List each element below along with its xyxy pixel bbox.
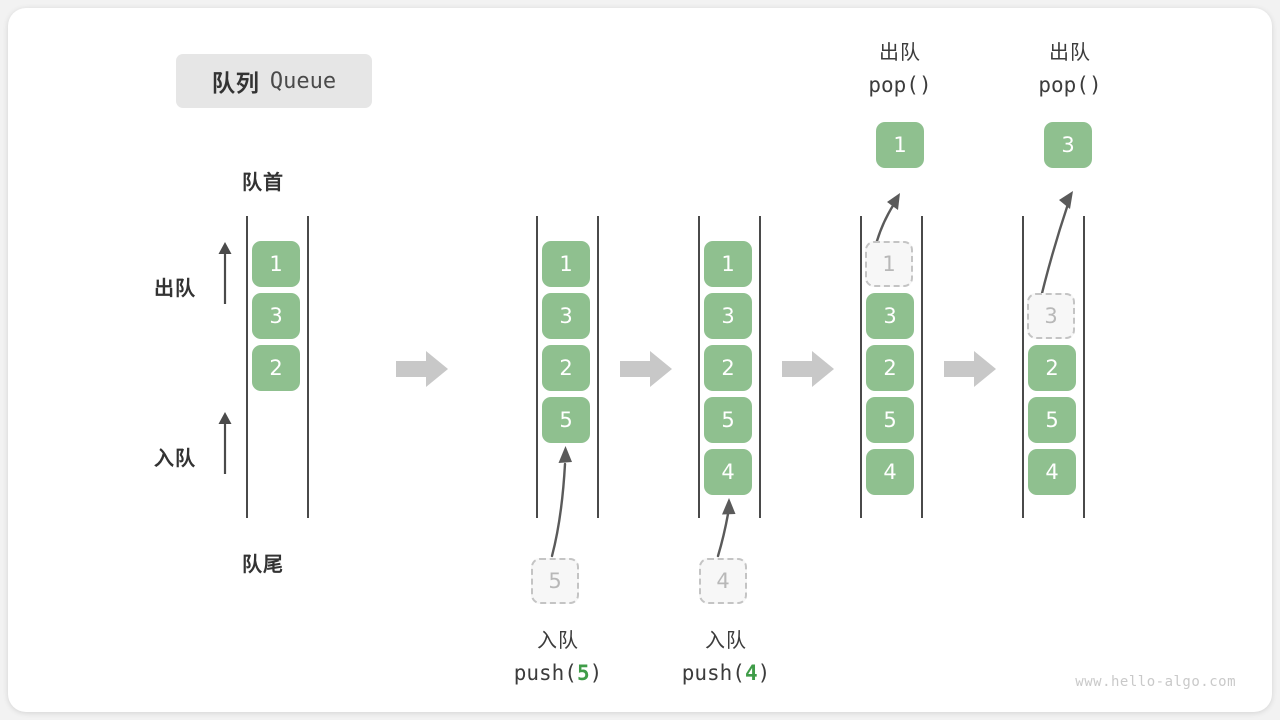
flow-arrow-4-icon [944,349,998,389]
rail-right-col3 [759,216,761,518]
queue-cell: 2 [866,345,914,391]
pop-3-caption: 出队 pop() [990,38,1150,102]
rail-left-col5 [1022,216,1024,518]
watermark: www.hello-algo.com [1075,674,1236,690]
flow-arrow-3-icon [782,349,836,389]
diagram-card: 队列 Queue 队首 队尾 出队 入队 1 3 2 [8,8,1272,712]
rail-left-col3 [698,216,700,518]
push-5-arrow-icon [528,438,598,558]
pop-3-caption-cn: 出队 [1049,42,1091,64]
flow-arrow-1-icon [396,349,450,389]
queue-cell: 3 [866,293,914,339]
rail-right-col4 [921,216,923,518]
ghost-cell-push-4: 4 [699,558,747,604]
rail-right-col2 [597,216,599,518]
dequeue-side-label: 出队 [154,278,196,300]
pop-1-fn: pop( [868,73,919,97]
rail-right-col1 [307,216,309,518]
pop-3-fn: pop( [1038,73,1089,97]
title-badge: 队列 Queue [176,54,372,108]
rail-left-col2 [536,216,538,518]
push-5-caption-cn: 入队 [537,630,579,652]
push-5-fn: push( [513,661,577,685]
rail-right-col5 [1083,216,1085,518]
pop-1-caption-code: pop() [820,69,980,102]
queue-cell: 4 [866,449,914,495]
queue-cell: 5 [542,397,590,443]
queue-cell: 5 [866,397,914,443]
ghost-cell-pop-1: 1 [865,241,913,287]
pop-1-caption: 出队 pop() [820,38,980,102]
ghost-cell-pop-3: 3 [1027,293,1075,339]
pop-3-fn-close: ) [1088,73,1102,97]
queue-cell: 1 [704,241,752,287]
queue-cell: 3 [704,293,752,339]
queue-cell: 1 [252,241,300,287]
push-4-fn: push( [681,661,745,685]
title-en: Queue [269,68,337,94]
queue-cell: 2 [1028,345,1076,391]
queue-cell: 5 [1028,397,1076,443]
queue-cell: 3 [542,293,590,339]
push-5-fn-close: ) [589,661,603,685]
popped-cell-3: 3 [1044,122,1092,168]
push-5-caption-code: push(5) [478,657,638,690]
queue-head-label: 队首 [242,172,284,194]
ghost-cell-push-5: 5 [531,558,579,604]
pop-3-caption-code: pop() [990,69,1150,102]
queue-cell: 4 [704,449,752,495]
push-4-arg: 4 [744,661,758,685]
push-4-caption-code: push(4) [646,657,806,690]
queue-tail-label: 队尾 [242,554,284,576]
pop-1-fn-close: ) [918,73,932,97]
flow-arrow-2-icon [620,349,674,389]
rail-left-col4 [860,216,862,518]
push-4-caption-cn: 入队 [705,630,747,652]
queue-cell: 2 [252,345,300,391]
queue-cell: 2 [704,345,752,391]
rail-left-col1 [246,216,248,518]
queue-cell: 4 [1028,449,1076,495]
push-4-caption: 入队 push(4) [646,626,806,690]
push-4-fn-close: ) [757,661,771,685]
push-5-caption: 入队 push(5) [478,626,638,690]
queue-cell: 2 [542,345,590,391]
queue-cell: 5 [704,397,752,443]
push-5-arg: 5 [576,661,590,685]
enqueue-side-label: 入队 [154,448,196,470]
title-cn: 队列 [211,70,260,96]
popped-cell-1: 1 [876,122,924,168]
enqueue-up-arrow-icon [214,410,236,476]
dequeue-up-arrow-icon [214,240,236,306]
queue-cell: 3 [252,293,300,339]
push-4-arrow-icon [696,492,766,558]
pop-1-caption-cn: 出队 [879,42,921,64]
queue-cell: 1 [542,241,590,287]
